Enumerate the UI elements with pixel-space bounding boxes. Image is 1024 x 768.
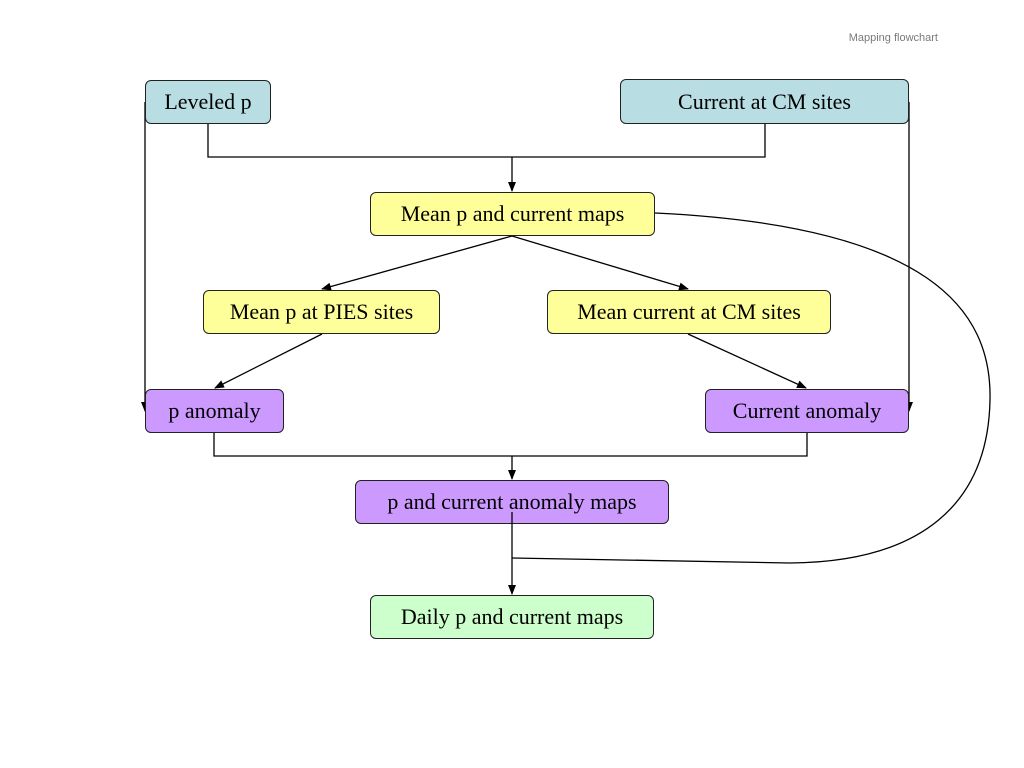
node-p-anomaly: p anomaly: [145, 389, 284, 433]
node-current-anomaly: Current anomaly: [705, 389, 909, 433]
node-current-anomaly-label: Current anomaly: [732, 398, 882, 423]
node-anomaly-maps: p and current anomaly maps: [355, 480, 669, 524]
node-p-anomaly-label: p anomaly: [168, 398, 261, 423]
connector-mean-maps-to-mean-current-cm: [511, 235, 689, 291]
connector-mean-current-cm-to-current-anomaly: [687, 333, 807, 389]
node-mean-p-pies-sites: Mean p at PIES sites: [203, 290, 440, 334]
node-mean-current-cm-sites-label: Mean current at CM sites: [577, 299, 801, 324]
node-anomaly-maps-label: p and current anomaly maps: [387, 489, 637, 514]
connector-mean-maps-to-mean-p-pies: [321, 235, 513, 291]
slide-header: Mapping flowchart: [848, 32, 938, 44]
node-mean-p-pies-sites-label: Mean p at PIES sites: [229, 299, 414, 324]
connector-mean-maps-curve: [511, 212, 991, 564]
node-current-cm-sites: Current at CM sites: [620, 79, 909, 124]
connector-mean-p-pies-to-p-anomaly: [214, 333, 323, 389]
node-mean-maps: Mean p and current maps: [370, 192, 655, 236]
node-mean-current-cm-sites: Mean current at CM sites: [547, 290, 831, 334]
node-daily-maps: Daily p and current maps: [370, 595, 654, 639]
node-leveled-p-label: Leveled p: [164, 89, 252, 114]
connector-current-anomaly-merge: [512, 433, 808, 457]
connector-current-cm-merge: [512, 124, 766, 158]
connector-leveled-p-merge: [207, 124, 512, 158]
node-leveled-p: Leveled p: [145, 80, 271, 124]
node-daily-maps-label: Daily p and current maps: [400, 604, 624, 629]
node-mean-maps-label: Mean p and current maps: [400, 201, 625, 226]
node-current-cm-sites-label: Current at CM sites: [678, 88, 851, 114]
connector-p-anomaly-merge: [213, 433, 512, 457]
